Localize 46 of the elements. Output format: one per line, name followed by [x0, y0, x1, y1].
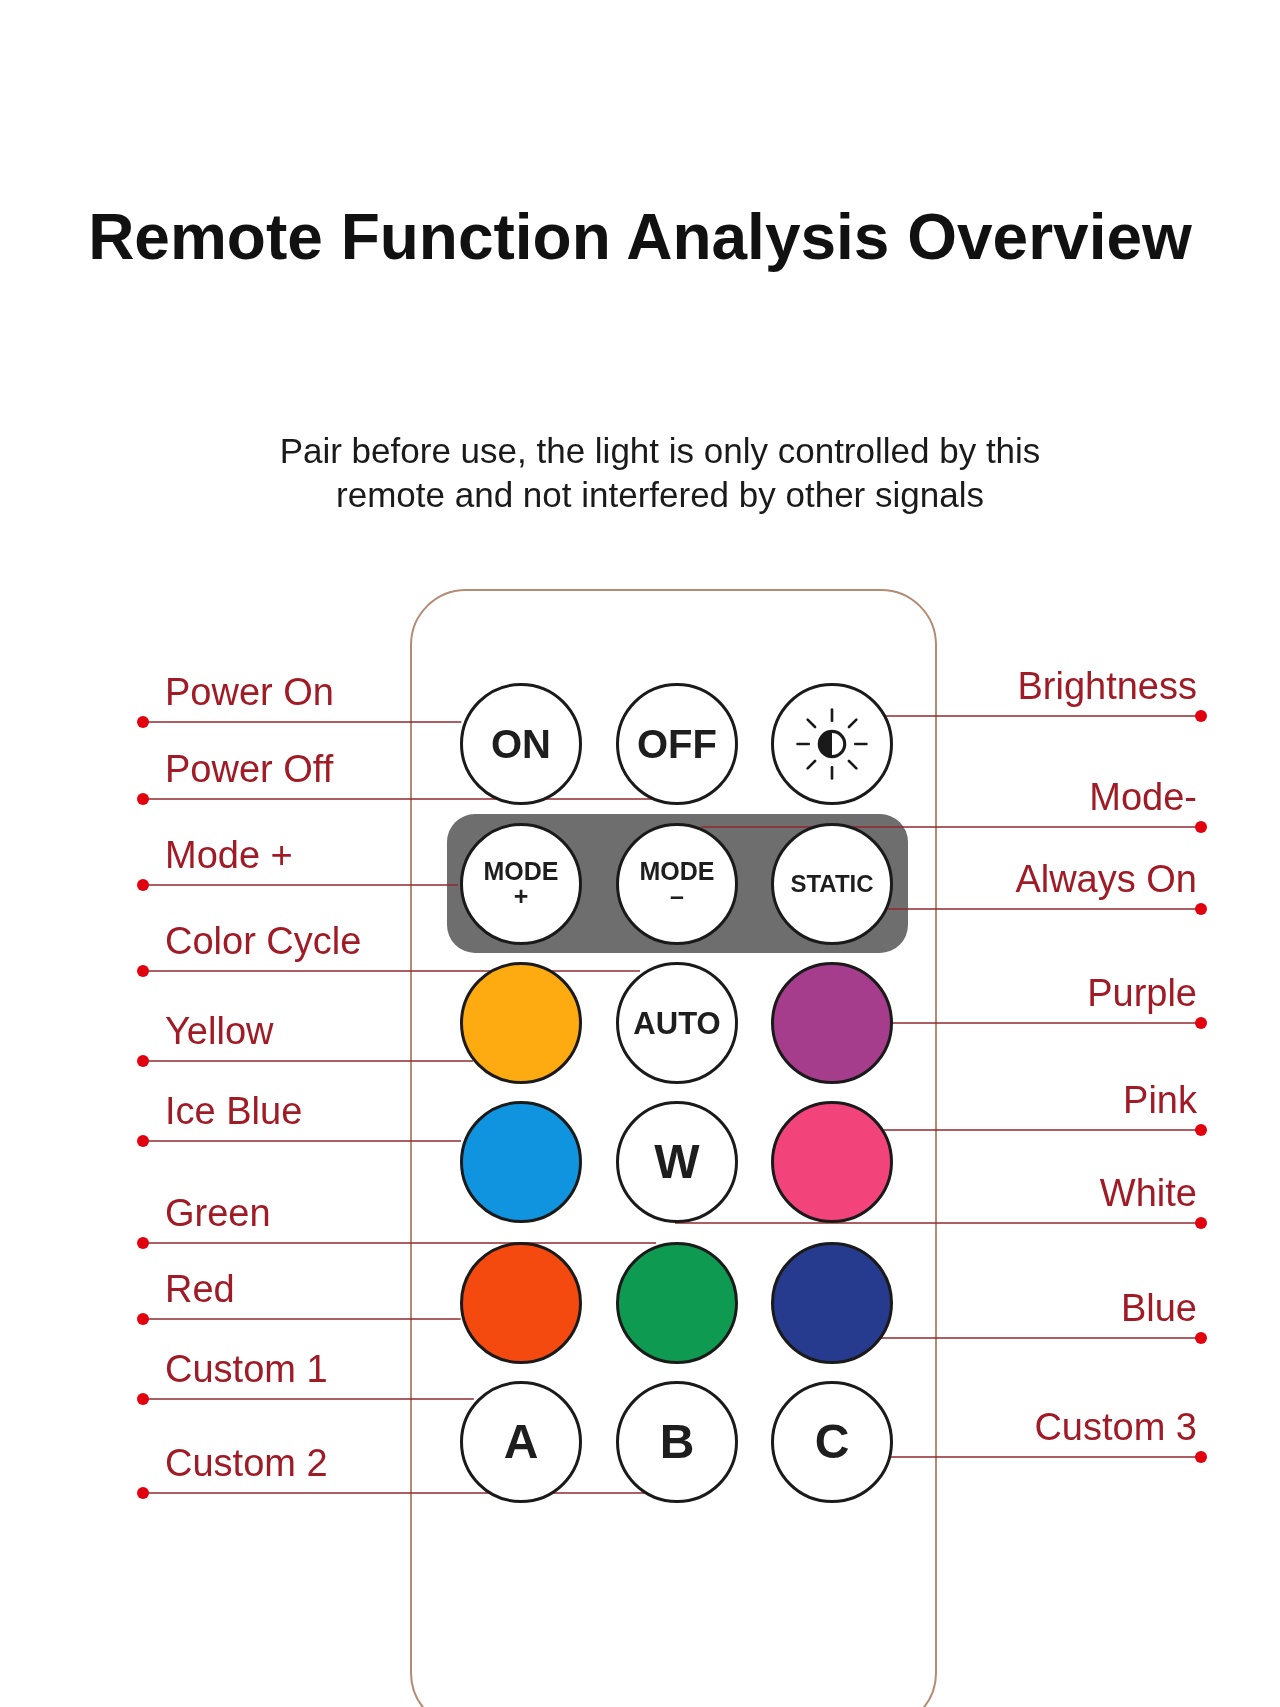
round-button: W	[616, 1101, 738, 1223]
leader-line	[137, 1313, 462, 1325]
function-label: White	[1099, 1171, 1201, 1223]
leader-line	[137, 1393, 475, 1405]
title: Remote Function Analysis Overview	[88, 200, 1192, 275]
leader-line	[882, 1124, 1207, 1136]
leader-line	[137, 1487, 646, 1499]
function-label: Brightness	[1017, 664, 1201, 716]
function-label: Blue	[1120, 1286, 1201, 1338]
function-label: Green	[143, 1191, 271, 1243]
leader-line	[674, 1217, 1207, 1229]
function-label: Power On	[143, 670, 334, 722]
round-button: B	[616, 1381, 738, 1503]
function-label: Red	[143, 1267, 235, 1319]
leader-line	[137, 716, 463, 728]
function-label: Custom 1	[143, 1347, 328, 1399]
function-label: Mode +	[143, 833, 293, 885]
button-band	[447, 814, 908, 953]
round-button: AUTO	[616, 962, 738, 1084]
round-button: ON	[460, 683, 582, 805]
round-button: C	[771, 1381, 893, 1503]
function-label: Pink	[1123, 1078, 1201, 1130]
function-label: Ice Blue	[143, 1089, 303, 1141]
function-label: Power Off	[143, 747, 334, 799]
round-button: A	[460, 1381, 582, 1503]
function-label: Color Cycle	[143, 919, 362, 971]
function-label: Custom 3	[1034, 1405, 1201, 1457]
leader-line	[884, 710, 1207, 722]
round-button: STATIC	[771, 823, 893, 945]
leader-line	[137, 1055, 474, 1067]
round-button: OFF	[616, 683, 738, 805]
round-button: MODE –	[616, 823, 738, 945]
function-label: Mode-	[1089, 775, 1201, 827]
function-label: Purple	[1087, 971, 1201, 1023]
leader-line	[137, 879, 459, 891]
function-label: Yellow	[143, 1009, 274, 1061]
function-label: Always On	[1015, 857, 1201, 909]
leader-line	[137, 1237, 657, 1249]
round-button: MODE +	[460, 823, 582, 945]
remote-body	[410, 589, 937, 1707]
subtitle-text: Pair before use, the light is only controlled by this remote and not interfered by other signals	[278, 430, 1042, 516]
function-label: Custom 2	[143, 1441, 328, 1493]
leader-line	[137, 965, 641, 977]
leader-line	[890, 1017, 1207, 1029]
leader-line	[700, 821, 1207, 833]
leader-line	[137, 1135, 462, 1147]
